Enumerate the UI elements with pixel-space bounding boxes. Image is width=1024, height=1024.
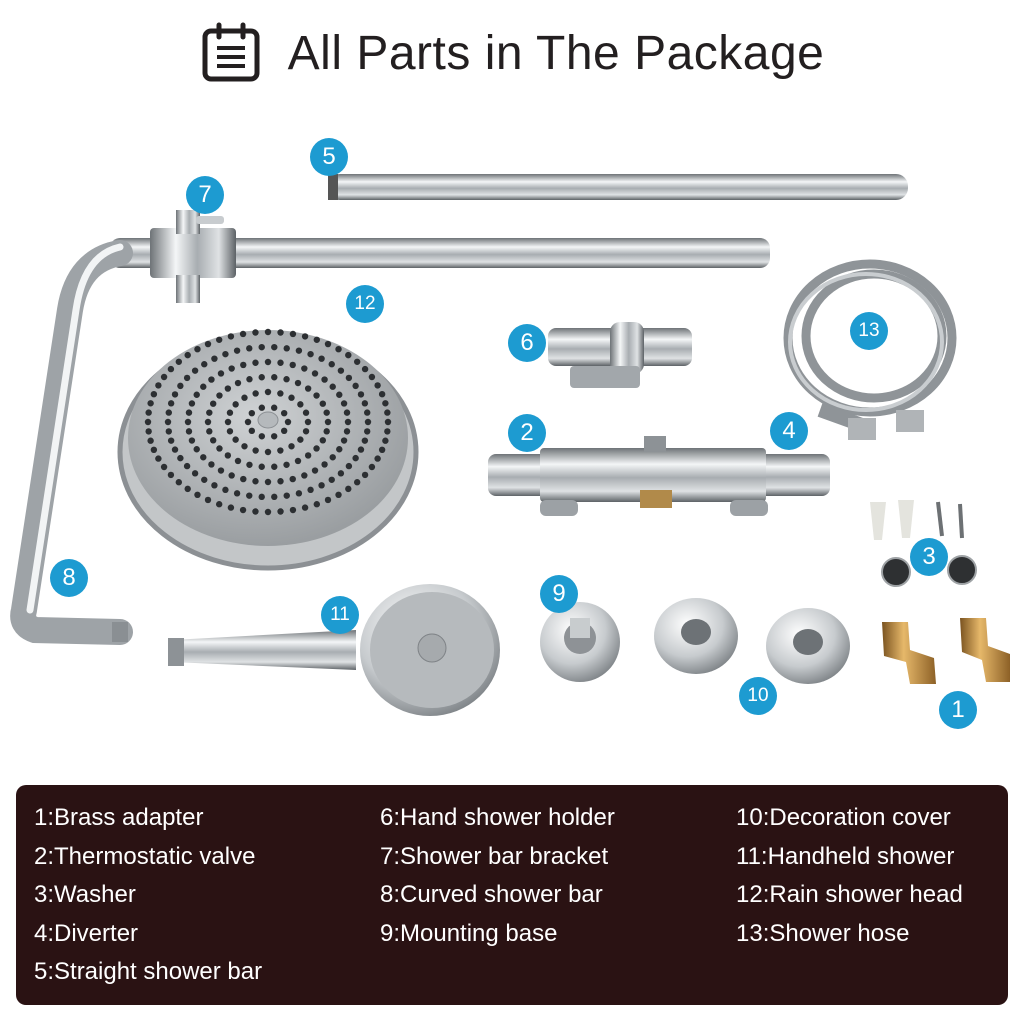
- parts-illustration: [10, 174, 1010, 716]
- parts-legend: 1:Brass adapter 2:Thermostatic valve 3:W…: [16, 785, 1008, 1005]
- handheld-shower: [168, 584, 500, 716]
- page-title: All Parts in The Package: [287, 26, 825, 80]
- legend-item: 11:Handheld shower: [736, 842, 955, 870]
- header: All Parts in The Package: [0, 14, 1024, 92]
- checklist-icon: [202, 22, 260, 82]
- legend-item: 6:Hand shower holder: [380, 804, 615, 831]
- legend-item: 12:Rain shower head: [736, 881, 963, 908]
- legend-item: 5:Straight shower bar: [34, 958, 263, 985]
- shower-hose: [783, 259, 957, 440]
- hand-shower-holder: [548, 322, 692, 388]
- thermostatic-valve: [488, 436, 830, 516]
- legend-item: 13:Shower hose: [736, 919, 910, 947]
- legend-item: 7:Shower bar bracket: [380, 842, 609, 870]
- badge-6: 6: [508, 324, 546, 362]
- mounting-base: [540, 602, 620, 682]
- badge-9: 9: [540, 575, 578, 613]
- legend-item: 4:Diverter: [34, 919, 139, 947]
- decoration-cover: [654, 598, 850, 684]
- badge-3: 3: [910, 538, 948, 576]
- legend-column-2: 6:Hand shower holder 7:Shower bar bracke…: [380, 799, 615, 953]
- washer-kit: [870, 500, 977, 587]
- badge-13: 13: [850, 312, 888, 350]
- badge-8: 8: [50, 559, 88, 597]
- badge-layer: 5 7 12 6 13 2 4 3 8 9 11 10 1: [50, 138, 977, 729]
- straight-shower-bar: [328, 174, 908, 200]
- legend-item: 1:Brass adapter: [34, 804, 204, 831]
- legend-column-3: 10:Decoration cover 11:Handheld shower 1…: [736, 799, 963, 953]
- legend-column-1: 1:Brass adapter 2:Thermostatic valve 3:W…: [34, 799, 262, 992]
- badge-12: 12: [346, 285, 384, 323]
- badge-10: 10: [739, 677, 777, 715]
- legend-item: 8:Curved shower bar: [380, 881, 603, 908]
- brass-adapter: [882, 618, 1010, 684]
- badge-7: 7: [186, 176, 224, 214]
- badge-5: 5: [310, 138, 348, 176]
- legend-item: 10:Decoration cover: [736, 804, 951, 831]
- legend-item: 3:Washer: [34, 881, 136, 908]
- shower-bar-bracket: [150, 210, 236, 303]
- legend-item: 2:Thermostatic valve: [34, 842, 256, 870]
- rain-shower-head: [117, 328, 419, 571]
- badge-1: 1: [939, 691, 977, 729]
- badge-2: 2: [508, 414, 546, 452]
- badge-11: 11: [321, 596, 359, 634]
- curved-shower-bar: [10, 238, 770, 645]
- legend-item: 9:Mounting base: [380, 919, 558, 947]
- badge-4: 4: [770, 412, 808, 450]
